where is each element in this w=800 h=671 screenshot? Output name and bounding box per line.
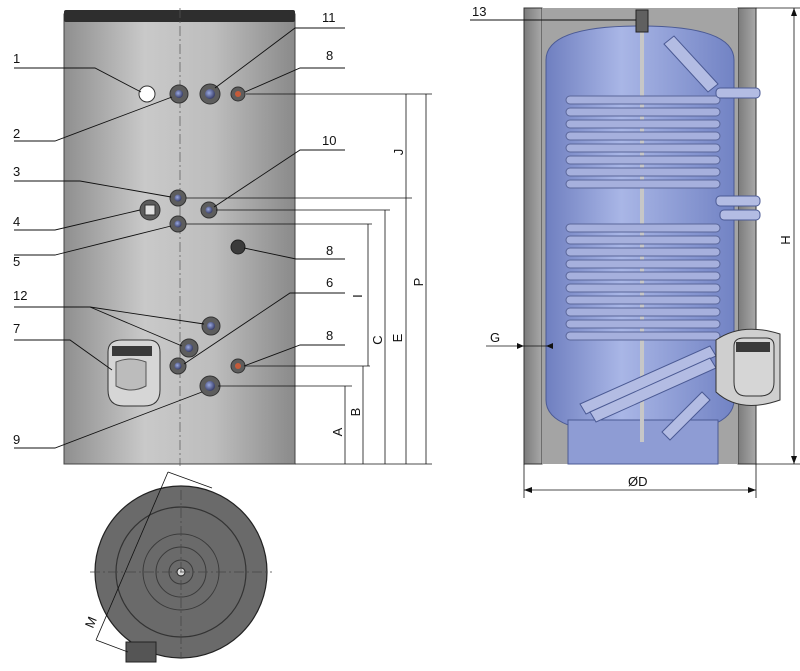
callout-11: 11: [322, 10, 336, 25]
section-pipes: [579, 35, 761, 441]
port-6-inner: [174, 362, 182, 370]
dim-M: M: [82, 614, 100, 630]
dim-P: P: [411, 278, 426, 287]
top-view-flange-stub: [125, 641, 157, 663]
front-view: 1 2 3 4 5 12 7 9 11 8 10 8 6 8: [13, 8, 432, 466]
callout-9: 9: [13, 432, 20, 447]
port-4-inner: [144, 204, 156, 216]
front-leaders: [14, 27, 345, 449]
port-3-inner: [174, 194, 182, 202]
top-fitting-13: [635, 9, 649, 33]
callout-4: 4: [13, 214, 20, 229]
flange-cover: [107, 339, 161, 407]
callout-3: 3: [13, 164, 20, 179]
port-8-mid: [230, 239, 246, 255]
dim-A: A: [330, 427, 345, 436]
section-flange: [715, 328, 781, 406]
dim-M-line: [95, 471, 169, 641]
jacket-body: [63, 13, 296, 465]
port-8-top-inner: [235, 91, 241, 97]
dim-M-ext1: [167, 471, 213, 489]
dim-D-arrow2: [748, 487, 756, 493]
lower-coil: [565, 223, 721, 341]
callout-2: 2: [13, 126, 20, 141]
callout-8-low: 8: [326, 328, 333, 343]
callout-13: 13: [472, 4, 486, 19]
callout-10: 10: [322, 133, 336, 148]
port-8-low-inner: [235, 363, 241, 369]
port-12-upper-inner: [207, 322, 215, 330]
callout-7: 7: [13, 321, 20, 336]
port-9-inner: [205, 381, 215, 391]
dim-D-arrow1: [524, 487, 532, 493]
top-cap: [64, 10, 295, 22]
dim-G: G: [490, 330, 500, 345]
dim-D: ØD: [628, 474, 648, 489]
dim-G-arrow1: [517, 343, 524, 349]
upper-coil: [565, 95, 721, 189]
callout-5: 5: [13, 254, 20, 269]
port-5-inner: [174, 220, 182, 228]
port-12-lower-inner: [185, 344, 193, 352]
dim-E: E: [390, 333, 405, 342]
dim-H-arrow2: [791, 456, 797, 464]
port-1-sensor: [138, 85, 156, 103]
port-11-inner: [205, 89, 215, 99]
callout-1: 1: [13, 51, 20, 66]
port-2-inner: [175, 90, 183, 98]
callout-8-mid: 8: [326, 243, 333, 258]
dim-G-arrow2: [546, 343, 553, 349]
dim-H: H: [778, 235, 793, 244]
port-10-inner: [205, 206, 213, 214]
dim-B: B: [348, 408, 363, 417]
jacket-wall-left: [523, 7, 543, 465]
front-dimensions: [186, 93, 432, 465]
callout-8-top: 8: [326, 48, 333, 63]
callout-12: 12: [13, 288, 27, 303]
dim-M-ext2: [95, 639, 129, 653]
section-view: 13 G ØD H: [470, 4, 800, 498]
dim-J: J: [391, 149, 406, 156]
callout-6: 6: [326, 275, 333, 290]
top-view: M: [82, 471, 272, 663]
dim-C: C: [370, 335, 385, 344]
dim-H-arrow1: [791, 8, 797, 16]
dim-I: I: [350, 294, 365, 298]
